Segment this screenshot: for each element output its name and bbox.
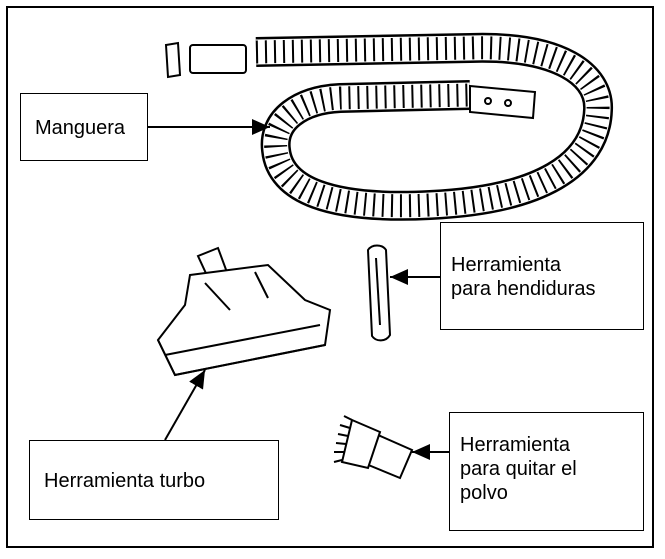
crevice-tool-label-box: Herramienta para hendiduras bbox=[440, 222, 644, 330]
turbo-tool-label-box: Herramienta turbo bbox=[29, 440, 279, 520]
hose-label-box: Manguera bbox=[20, 93, 148, 161]
turbo-tool-label: Herramienta turbo bbox=[44, 469, 205, 493]
crevice-tool-illustration bbox=[368, 246, 390, 341]
dusting-brush-label-box: Herramienta para quitar el polvo bbox=[449, 412, 644, 531]
hose-label: Manguera bbox=[35, 116, 125, 140]
hose-illustration bbox=[166, 43, 598, 206]
dusting-brush-illustration bbox=[334, 416, 412, 478]
crevice-tool-label: Herramienta para hendiduras bbox=[451, 253, 596, 301]
turbo-tool-illustration bbox=[158, 248, 330, 375]
dusting-brush-label: Herramienta para quitar el polvo bbox=[460, 433, 577, 505]
